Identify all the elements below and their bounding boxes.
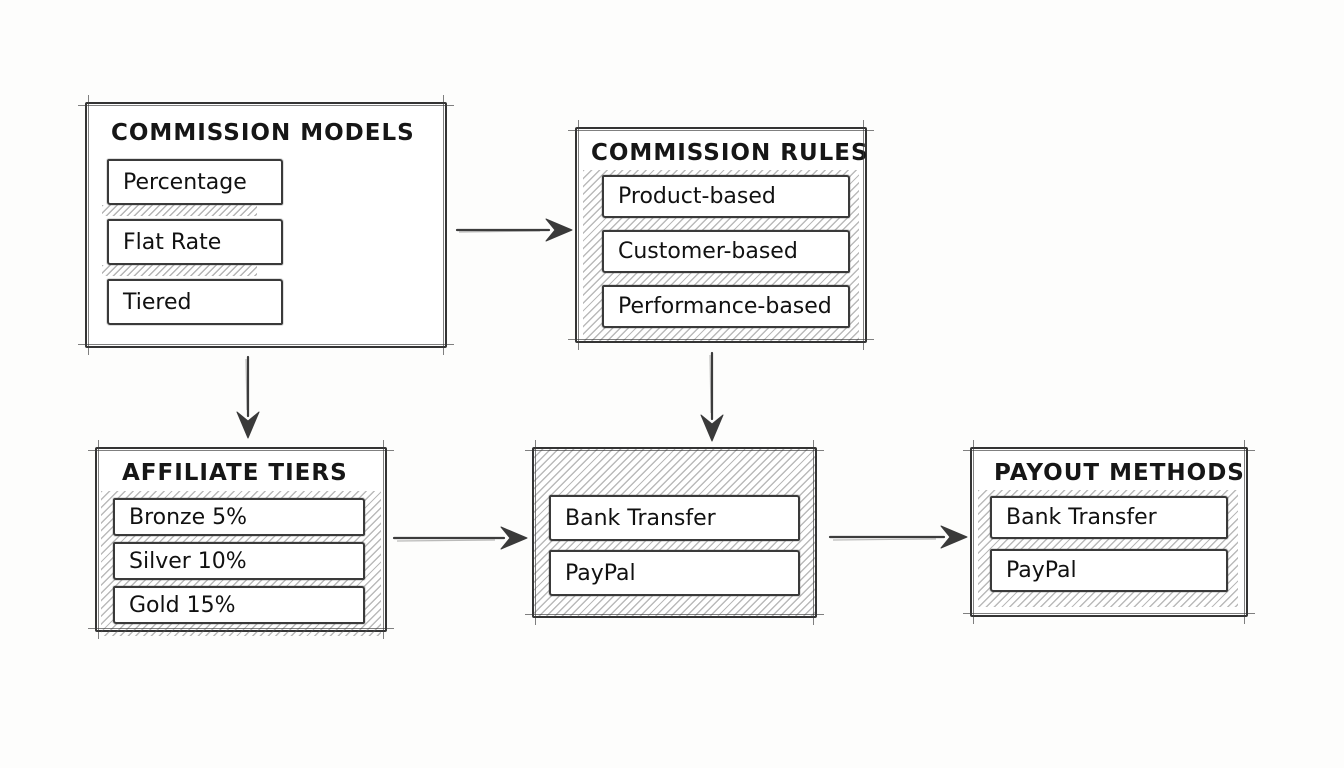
item-percentage: Percentage xyxy=(102,159,283,216)
arrow-payment-to-payout xyxy=(828,525,968,549)
item-bank-transfer: Bank Transfer xyxy=(990,496,1228,539)
payment-options-items: Bank Transfer PayPal xyxy=(534,449,815,616)
box-commission-models: COMMISSION MODELS Percentage Flat Rate T… xyxy=(78,95,454,355)
arrow-models-to-rules xyxy=(455,218,573,242)
box-payment-options: Bank Transfer PayPal xyxy=(525,440,824,625)
box-title-commission-rules: COMMISSION RULES xyxy=(591,140,869,166)
item-silver: Silver 10% xyxy=(113,542,365,580)
item-paypal: PayPal xyxy=(549,550,800,596)
box-commission-rules: COMMISSION RULES Product-based Customer-… xyxy=(568,120,874,350)
commission-models-items: Percentage Flat Rate Tiered xyxy=(102,159,445,325)
arrow-rules-to-payment xyxy=(700,351,724,442)
box-title-commission-models: COMMISSION MODELS xyxy=(111,120,415,146)
item-customer-based: Customer-based xyxy=(602,230,850,273)
item-performance-based: Performance-based xyxy=(602,285,850,328)
box-payout-methods: PAYOUT METHODS Bank Transfer PayPal xyxy=(963,440,1255,624)
box-title-affiliate-tiers: AFFILIATE TIERS xyxy=(122,460,348,486)
item-product-based: Product-based xyxy=(602,175,850,218)
item-bank-transfer: Bank Transfer xyxy=(549,495,800,541)
box-affiliate-tiers: AFFILIATE TIERS Bronze 5% Silver 10% Gol… xyxy=(88,440,394,639)
arrow-models-to-tiers xyxy=(236,355,260,439)
commission-rules-items: Product-based Customer-based Performance… xyxy=(583,170,859,341)
item-flat-rate: Flat Rate xyxy=(102,219,283,276)
item-tiered: Tiered xyxy=(107,279,283,325)
affiliate-tiers-items: Bronze 5% Silver 10% Gold 15% xyxy=(101,491,381,636)
payout-methods-items: Bank Transfer PayPal xyxy=(978,490,1238,607)
item-paypal: PayPal xyxy=(990,549,1228,592)
box-title-payout-methods: PAYOUT METHODS xyxy=(994,460,1245,486)
item-bronze: Bronze 5% xyxy=(113,498,365,536)
arrow-tiers-to-payment xyxy=(392,526,528,550)
item-gold: Gold 15% xyxy=(113,586,365,624)
